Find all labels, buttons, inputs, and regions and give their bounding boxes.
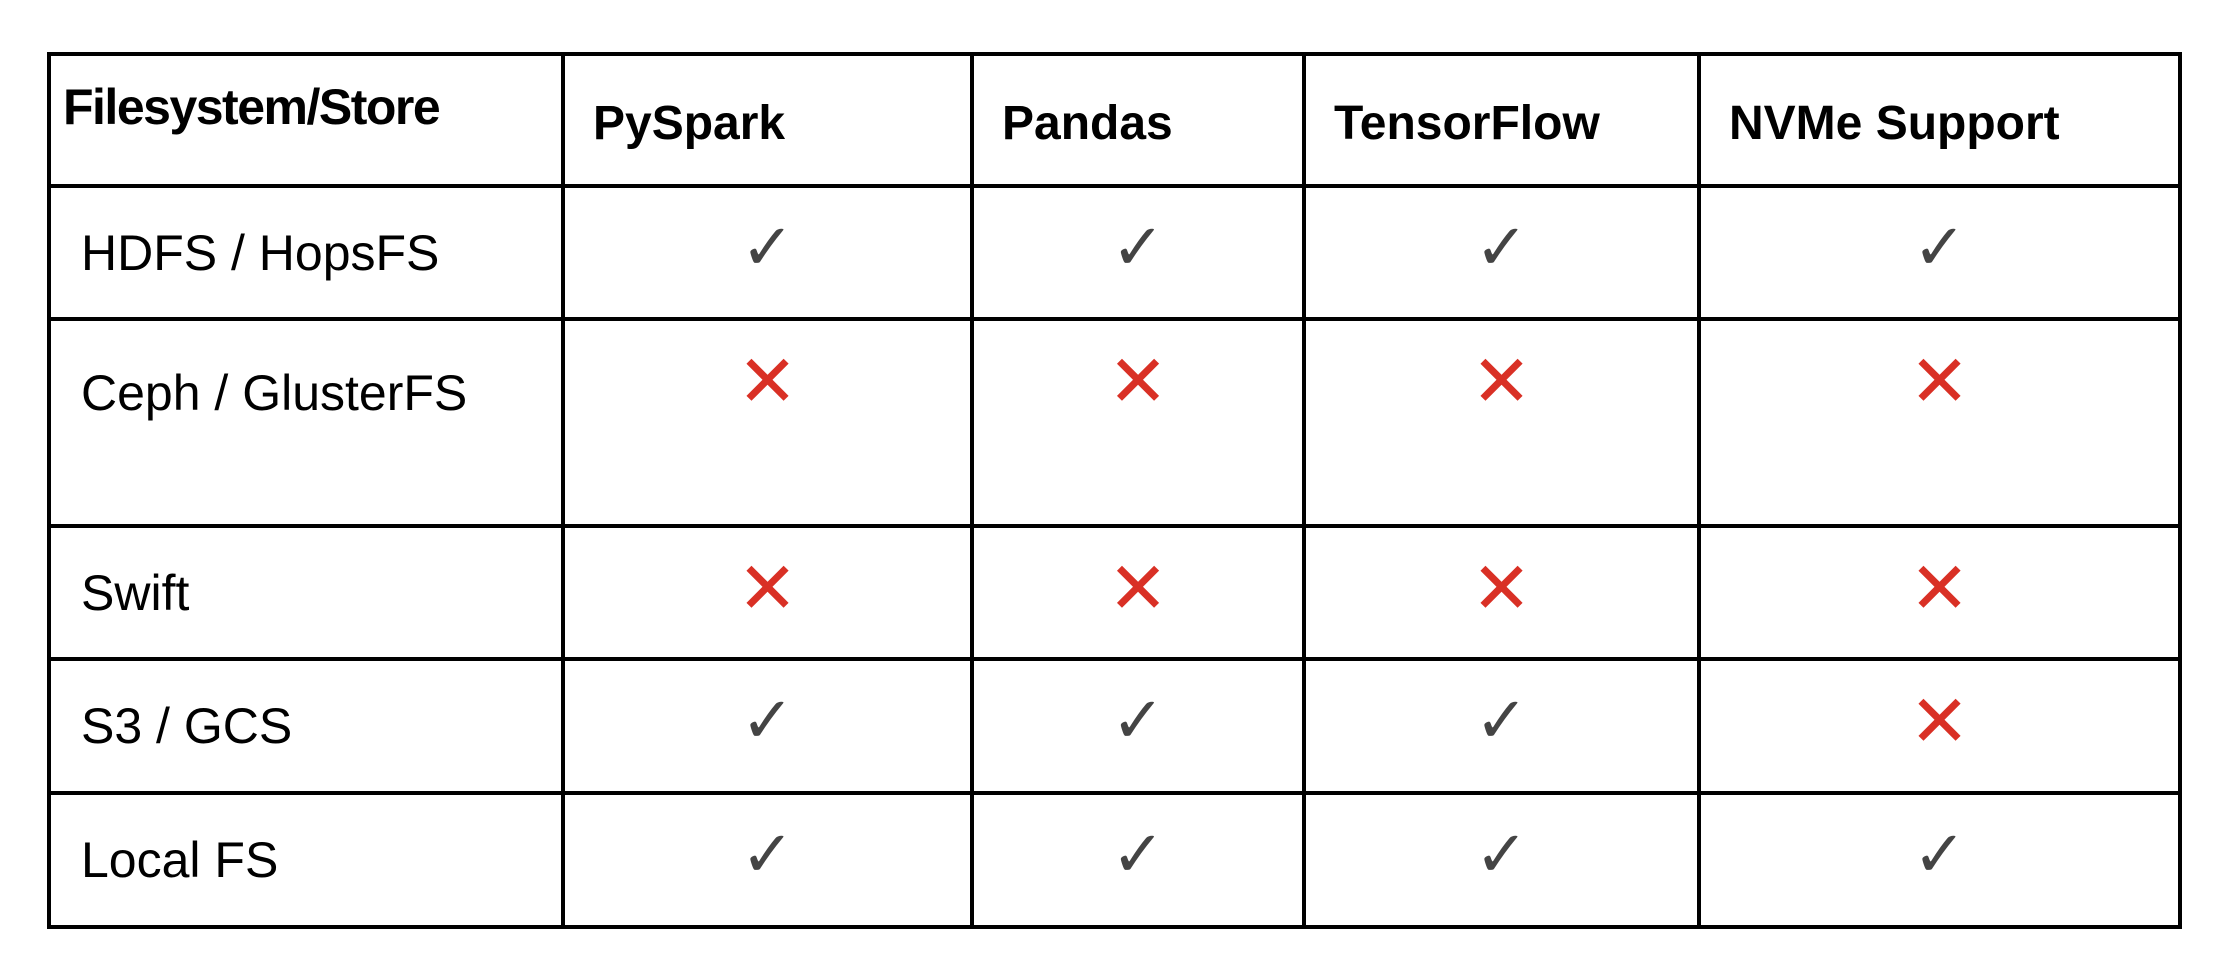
cross-icon: ✕ — [737, 546, 798, 630]
check-icon: ✓ — [1474, 818, 1529, 892]
cross-icon: ✕ — [1471, 339, 1532, 423]
header-pyspark: PySpark — [561, 52, 974, 188]
row-label: Local FS — [47, 791, 565, 929]
support-cell: ✕ — [561, 524, 974, 661]
header-tensorflow: TensorFlow — [1302, 52, 1701, 188]
cross-icon: ✕ — [1909, 679, 1970, 763]
cross-icon: ✕ — [1909, 546, 1970, 630]
row-label: Ceph / GlusterFS — [47, 317, 565, 528]
check-icon: ✓ — [740, 684, 795, 758]
support-cell: ✕ — [1302, 317, 1701, 528]
table-row: S3 / GCS ✓ ✓ ✓ ✕ — [47, 657, 2182, 795]
support-cell: ✓ — [1302, 184, 1701, 321]
check-icon: ✓ — [740, 818, 795, 892]
table-row: Ceph / GlusterFS ✕ ✕ ✕ ✕ — [47, 317, 2182, 528]
cross-icon: ✕ — [1107, 339, 1169, 423]
filesystem-support-table: Filesystem/Store PySpark Pandas TensorFl… — [47, 52, 2182, 929]
check-icon: ✓ — [1111, 211, 1165, 285]
cross-icon: ✕ — [1107, 546, 1169, 630]
support-cell: ✓ — [1302, 657, 1701, 795]
header-filesystem: Filesystem/Store — [47, 52, 565, 188]
support-cell: ✕ — [970, 317, 1306, 528]
support-cell: ✓ — [1302, 791, 1701, 929]
support-cell: ✓ — [1697, 184, 2182, 321]
row-label: S3 / GCS — [47, 657, 565, 795]
support-cell: ✕ — [1697, 317, 2182, 528]
row-label: HDFS / HopsFS — [47, 184, 565, 321]
cross-icon: ✕ — [1471, 546, 1532, 630]
table-row: Local FS ✓ ✓ ✓ ✓ — [47, 791, 2182, 929]
support-cell: ✕ — [561, 317, 974, 528]
support-cell: ✓ — [561, 657, 974, 795]
support-cell: ✓ — [561, 184, 974, 321]
support-cell: ✓ — [561, 791, 974, 929]
cross-icon: ✕ — [737, 339, 798, 423]
header-row: Filesystem/Store PySpark Pandas TensorFl… — [47, 52, 2182, 188]
check-icon: ✓ — [1111, 684, 1165, 758]
header-pandas: Pandas — [970, 52, 1306, 188]
check-icon: ✓ — [740, 211, 795, 285]
check-icon: ✓ — [1474, 684, 1529, 758]
check-icon: ✓ — [1474, 211, 1529, 285]
check-icon: ✓ — [1912, 818, 1967, 892]
support-cell: ✓ — [970, 657, 1306, 795]
support-cell: ✓ — [1697, 791, 2182, 929]
check-icon: ✓ — [1111, 818, 1165, 892]
support-cell: ✕ — [1302, 524, 1701, 661]
cross-icon: ✕ — [1909, 339, 1970, 423]
support-cell: ✕ — [1697, 657, 2182, 795]
row-label: Swift — [47, 524, 565, 661]
table-row: Swift ✕ ✕ ✕ ✕ — [47, 524, 2182, 661]
support-cell: ✕ — [1697, 524, 2182, 661]
support-cell: ✕ — [970, 524, 1306, 661]
check-icon: ✓ — [1912, 211, 1967, 285]
support-cell: ✓ — [970, 184, 1306, 321]
support-cell: ✓ — [970, 791, 1306, 929]
table-row: HDFS / HopsFS ✓ ✓ ✓ ✓ — [47, 184, 2182, 321]
header-nvme-support: NVMe Support — [1697, 52, 2182, 188]
